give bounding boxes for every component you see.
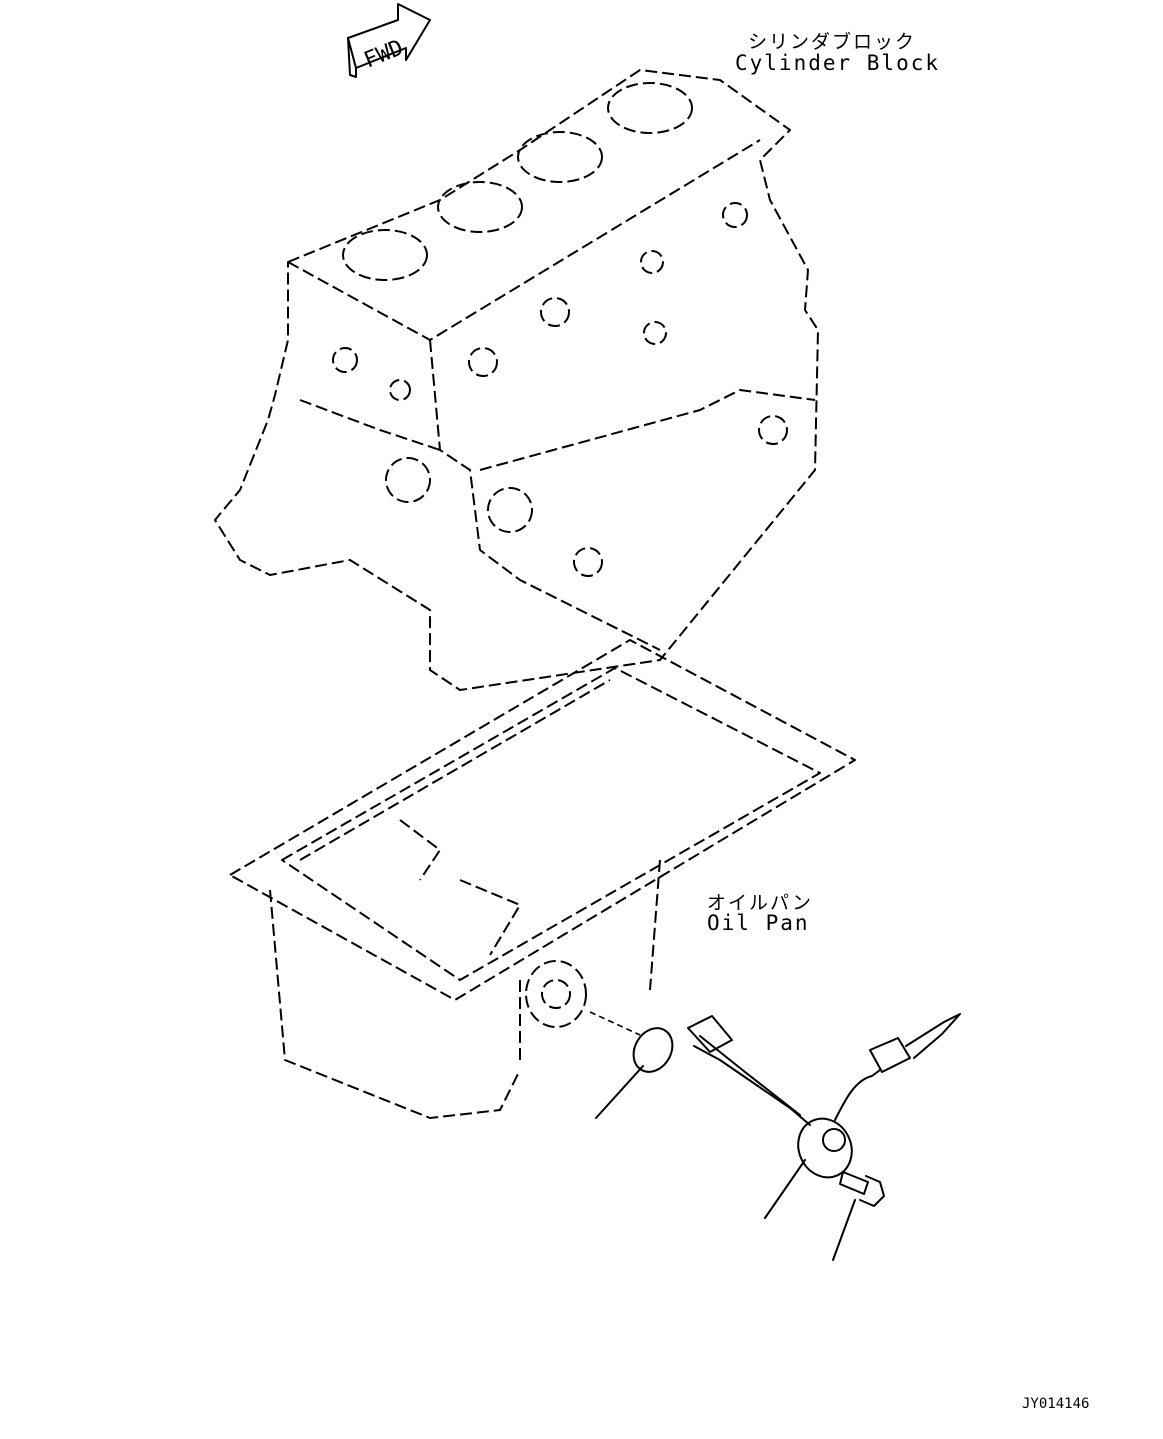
o-ring-gasket — [589, 1011, 674, 1119]
oil-pan — [229, 639, 856, 1119]
cylinder-block — [214, 69, 819, 691]
oil-level-sensor — [687, 1013, 961, 1219]
fwd-arrow-icon: FWD — [347, 3, 431, 78]
oil-pan-label-jp: オイルパン — [707, 892, 813, 914]
oil-pan-label-en: Oil Pan — [707, 911, 810, 935]
fwd-text: FWD — [361, 35, 407, 73]
cylinder-block-label-en: Cylinder Block — [735, 51, 941, 75]
drawing-code: JY014146 — [1022, 1396, 1089, 1412]
bolt — [832, 1171, 885, 1261]
cylinder-block-label-jp: シリンダブロック — [748, 31, 917, 53]
